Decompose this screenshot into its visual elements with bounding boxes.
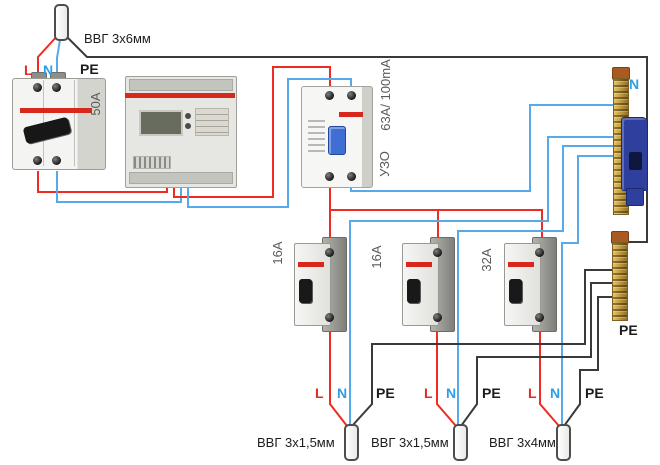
breaker-label-band [298,262,324,267]
nbus-holder-hole [629,152,642,170]
label-rcd-rating: 63A/ 100mA [378,59,393,131]
label-rcd-name: УЗО [377,151,392,177]
main-breaker-label-band [20,108,92,113]
label-circuit3-n: N [550,385,561,401]
breaker-label-band [406,262,432,267]
rcd-label-lines [308,120,325,152]
branch-breaker-3 [504,237,558,332]
rcd-toggle [328,126,346,155]
label-supply-pe: PE [80,61,99,77]
wire-nbus-to-cable-3 [561,155,614,425]
main-breaker-seam [74,80,75,166]
terminal-screw [325,313,334,322]
wire-main-to-meter-l [37,171,168,193]
terminal-screw [535,248,544,257]
branch-breaker-2 [402,237,456,332]
label-nbus: N [629,76,640,92]
pe-busbar [612,242,628,321]
label-circuit3-cable: ВВГ 3х4мм [489,435,556,450]
main-breaker-50a [12,72,106,174]
wire-nbus-to-cable-1 [349,136,614,425]
label-circuit1-n: N [337,385,348,401]
wire-nbus-to-cable-2 [457,145,614,425]
label-supply-cable: ВВГ 3х6мм [84,31,151,46]
nbus-holder-foot [626,188,644,206]
label-circuit1-pe: PE [376,385,395,401]
terminal-screw [33,83,42,92]
label-circuit3-pe: PE [585,385,604,401]
label-main-breaker-rating: 50A [88,92,103,116]
terminal-screw [535,313,544,322]
rcd-breaker [301,86,373,188]
terminal-screw [52,83,61,92]
breaker-label-band [508,262,534,267]
terminal-screw [325,91,334,100]
wire-supply-pe-to-bus [61,31,648,243]
wire-pebus-to-cable-1 [350,269,614,428]
rcd-label-band [339,112,363,117]
wire-meter-to-rcd-l [173,66,331,198]
terminal-screw [325,172,334,181]
label-breaker3-rating: 32A [479,248,494,272]
meter-bottom-rail [129,172,233,184]
meter-button [185,113,191,119]
meter-display [139,110,183,136]
wire-pebus-to-cable-2 [459,282,614,428]
breaker-toggle [299,279,312,303]
wire-breaker1-output-l [329,325,349,428]
label-circuit2-l: L [424,385,433,401]
terminal-screw [33,156,42,165]
label-breaker2-rating: 16A [369,245,384,269]
wire-breaker2-output-l [436,325,458,428]
wire-rcd-n-to-bus [350,104,614,192]
wire-meter-to-rcd-n [187,78,352,208]
wire-main-to-meter-n [56,171,182,203]
meter-barcode [133,156,171,169]
load-cable-3 [556,424,571,461]
terminal-screw [433,248,442,257]
terminal-screw [52,156,61,165]
label-supply-n: N [43,62,54,78]
terminal-screw [347,91,356,100]
label-circuit2-n: N [446,385,457,401]
meter-red-stripe [125,93,235,98]
meter-top-rail [129,79,233,91]
terminal-screw [433,313,442,322]
nbus-din-holder [621,117,648,206]
supply-cable-sleeve [54,4,69,41]
label-circuit2-pe: PE [482,385,501,401]
load-cable-1 [344,424,359,461]
wire-supply-l [37,32,61,79]
load-cable-2 [453,424,468,461]
wire-breaker3-output-l [539,325,561,428]
label-circuit3-l: L [528,385,537,401]
terminal-screw [325,248,334,257]
wire-pebus-to-cable-3 [562,296,614,428]
wire-rcd-l-distribution [329,183,543,239]
breaker-toggle [509,279,522,303]
branch-breaker-1 [294,237,348,332]
wire-supply-n [56,32,63,79]
breaker-toggle [407,279,420,303]
label-supply-l: L [24,62,33,78]
label-circuit1-l: L [315,385,324,401]
meter-button [185,123,191,129]
label-pebus: PE [619,322,638,338]
label-breaker1-rating: 16A [270,241,285,265]
meter-label-plate [195,108,229,136]
label-circuit1-cable: ВВГ 3х1,5мм [257,435,335,450]
label-circuit2-cable: ВВГ 3х1,5мм [371,435,449,450]
terminal-screw [347,172,356,181]
energy-meter [125,76,237,188]
